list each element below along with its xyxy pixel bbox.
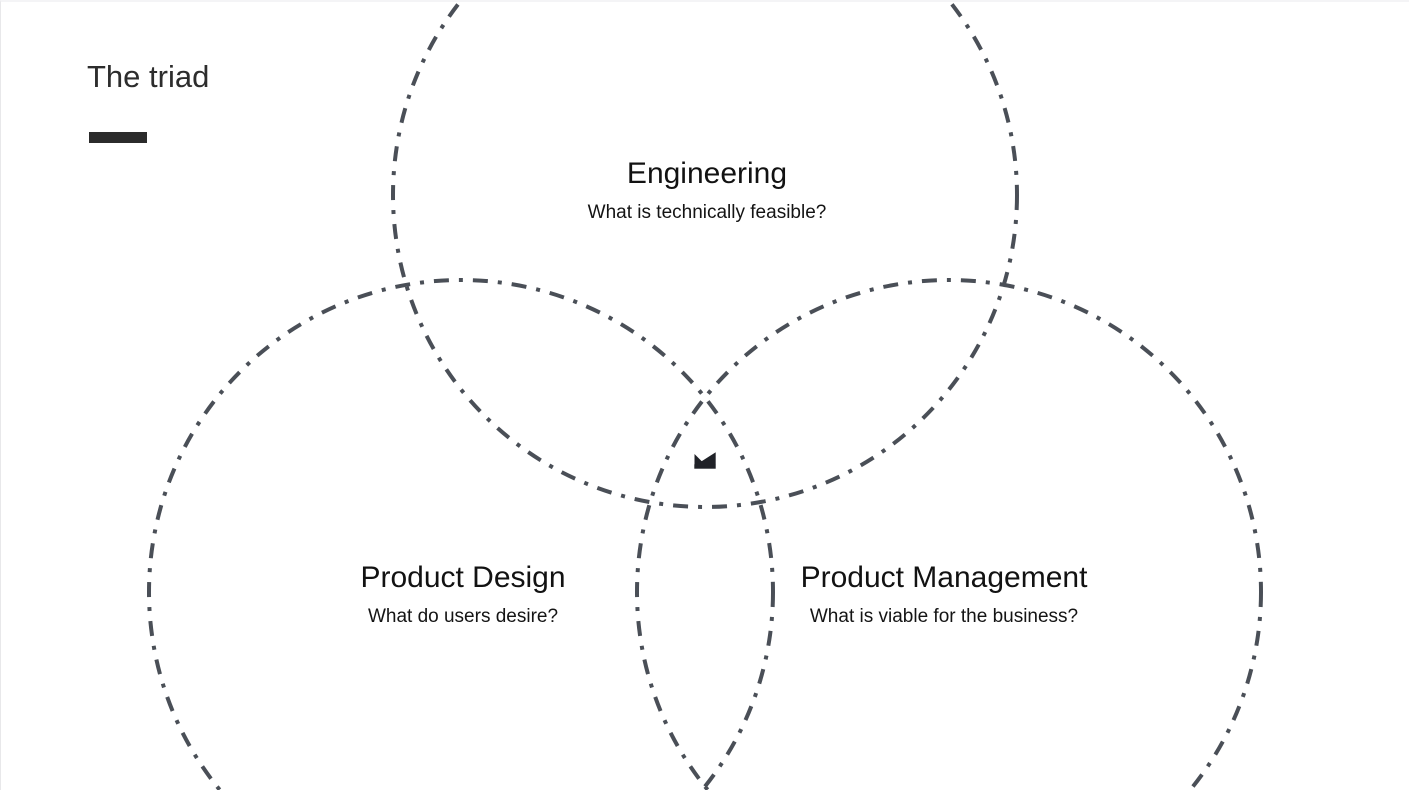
logo-mark-right-triangle bbox=[696, 452, 716, 465]
logo-mark-base bbox=[694, 464, 716, 469]
page-title: The triad bbox=[87, 59, 210, 94]
engineering-label: Engineering bbox=[626, 157, 788, 190]
engineering-question: What is technically feasible? bbox=[587, 202, 827, 223]
title-accent-bar bbox=[89, 132, 147, 143]
product-design-circle bbox=[147, 278, 775, 790]
product-management-circle bbox=[635, 278, 1263, 790]
engineering-label-group: Engineering What is technically feasible… bbox=[587, 157, 827, 223]
product-design-label-group: Product Design What do users desire? bbox=[360, 561, 566, 627]
product-design-label: Product Design bbox=[360, 561, 566, 594]
logo-mark-icon bbox=[694, 452, 716, 469]
product-management-label: Product Management bbox=[800, 561, 1088, 594]
product-management-label-group: Product Management What is viable for th… bbox=[800, 561, 1088, 627]
product-management-question: What is viable for the business? bbox=[809, 606, 1079, 627]
engineering-circle bbox=[391, 2, 1019, 509]
product-design-question: What do users desire? bbox=[367, 606, 559, 627]
